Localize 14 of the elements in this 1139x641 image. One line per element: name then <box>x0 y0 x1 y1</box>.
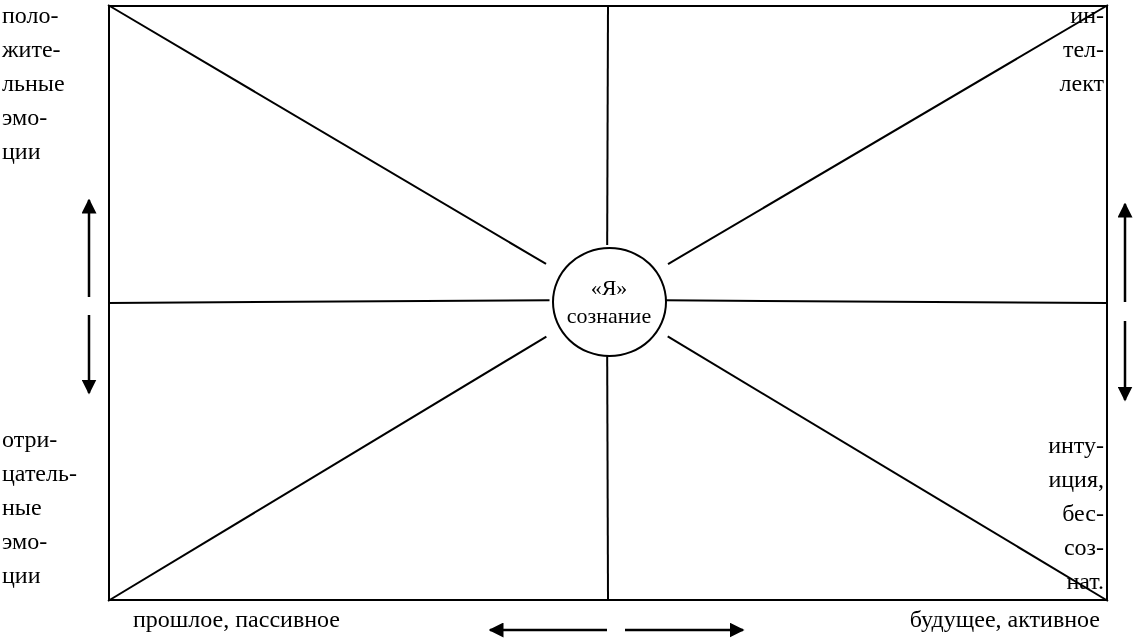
connector-line <box>667 4 1109 266</box>
connector-line <box>107 335 548 602</box>
axis-label: поло- жите- льные эмо- ции <box>2 1 65 166</box>
node-text: «Я» <box>590 274 628 302</box>
axis-label: отри- цатель- ные эмо- ции <box>2 425 77 590</box>
connector-line <box>107 299 551 304</box>
connector-line <box>107 4 548 265</box>
connector-line <box>666 335 1109 602</box>
axis-label: прошлое, пассивное <box>133 605 340 634</box>
frame-rectangle <box>108 5 1108 601</box>
node-text: сознание <box>566 302 652 330</box>
connector-line <box>606 4 609 246</box>
axis-label: будущее, активное <box>909 605 1100 634</box>
connector-line <box>606 354 609 602</box>
